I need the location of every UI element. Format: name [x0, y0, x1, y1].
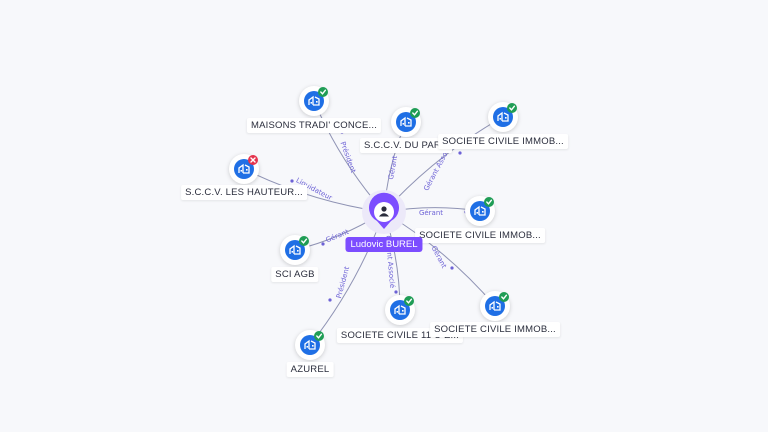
company-node-maisons[interactable] — [299, 86, 329, 116]
check-icon — [404, 296, 414, 306]
edge-arrow-sc_11 — [394, 290, 398, 294]
building-icon — [394, 304, 406, 315]
edge-arrow-sccv_hauteurs — [290, 179, 294, 183]
building-icon — [489, 300, 501, 311]
company-label-maisons[interactable]: MAISONS TRADI' CONCE... — [246, 118, 382, 133]
company-label-sccv_hauteurs[interactable]: S.C.C.V. LES HAUTEUR... — [181, 185, 307, 200]
edge-label-azurel: Président — [335, 265, 351, 299]
company-node-sccv_parc[interactable] — [391, 107, 421, 137]
company-node-sccv_hauteurs[interactable] — [229, 154, 259, 184]
company-node-sci_agb[interactable] — [280, 235, 310, 265]
building-icon — [304, 339, 316, 350]
check-icon — [314, 331, 324, 341]
company-node-sci_immo2[interactable] — [465, 196, 495, 226]
check-icon — [299, 236, 309, 246]
building-icon — [497, 111, 509, 122]
edge-label-sci_immo3: Gérant — [430, 245, 448, 270]
company-label-sci_immo2[interactable]: SOCIETE CIVILE IMMOB... — [415, 228, 545, 243]
check-icon — [410, 108, 420, 118]
edge-label-sci_immo2: Gérant — [419, 209, 443, 217]
building-icon — [400, 116, 412, 127]
edge-arrow-sci_immo3 — [450, 266, 454, 270]
company-label-sci_agb[interactable]: SCI AGB — [271, 267, 319, 282]
cross-icon — [248, 155, 258, 165]
check-icon — [484, 197, 494, 207]
company-label-sci_immo1[interactable]: SOCIETE CIVILE IMMOB... — [438, 134, 568, 149]
company-label-sccv_parc[interactable]: S.C.C.V. DU PARC — [360, 138, 452, 153]
company-node-sc_11[interactable] — [385, 295, 415, 325]
edge-arrow-sci_immo1 — [458, 151, 462, 155]
company-node-sci_immo1[interactable] — [488, 102, 518, 132]
building-icon — [308, 95, 320, 106]
edge-label-maisons: Président — [339, 141, 358, 175]
building-icon — [289, 244, 301, 255]
person-icon — [379, 206, 389, 217]
edge-arrow-azurel — [328, 298, 332, 302]
check-icon — [507, 103, 517, 113]
person-name-label[interactable]: Ludovic BUREL — [345, 237, 423, 252]
check-icon — [318, 87, 328, 97]
edge-arrow-sci_agb — [321, 242, 325, 246]
building-icon — [474, 205, 486, 216]
company-label-azurel[interactable]: AZUREL — [286, 362, 334, 377]
edge-label-sccv_parc: Gérant — [387, 155, 399, 180]
building-icon — [238, 163, 250, 174]
company-node-azurel[interactable] — [295, 330, 325, 360]
company-label-sci_immo3[interactable]: SOCIETE CIVILE IMMOB... — [430, 322, 560, 337]
company-node-sci_immo3[interactable] — [480, 291, 510, 321]
person-node[interactable] — [369, 192, 400, 229]
check-icon — [499, 292, 509, 302]
